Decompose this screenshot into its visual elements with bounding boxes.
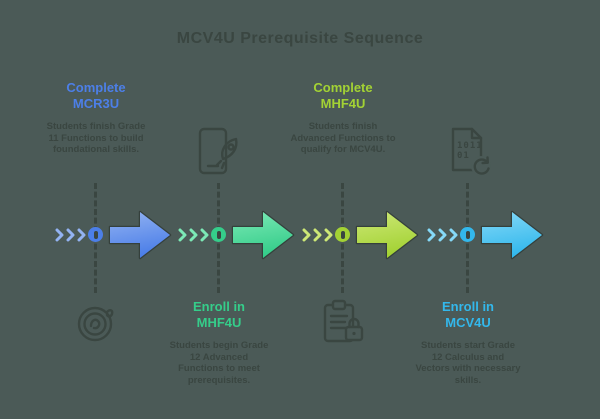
flow-arrow-icon xyxy=(108,210,172,260)
step-description: Students begin Grade 12 Advanced Functio… xyxy=(169,340,269,386)
progress-chevrons-icon xyxy=(427,228,458,242)
step-text-block: Enroll in MHF4U Students begin Grade 12 … xyxy=(154,299,284,386)
step-heading-line2: MCV4U xyxy=(445,315,491,330)
svg-text:1011: 1011 xyxy=(457,141,483,151)
step-description: Students start Grade 12 Calculus and Vec… xyxy=(415,340,521,386)
timeline-dot xyxy=(211,227,226,242)
step-heading: Enroll in MHF4U xyxy=(154,299,284,331)
timeline-dot xyxy=(460,227,475,242)
timeline-dot xyxy=(335,227,350,242)
step-column-complete-mcr3u: Complete MCR3U Students finish Grade 11 … xyxy=(31,0,172,419)
flow-arrow-icon xyxy=(355,210,419,260)
step-text-block: Enroll in MCV4U Students start Grade 12 … xyxy=(403,299,533,386)
clipboard-lock-icon xyxy=(317,295,369,351)
step-description: Students finish Advanced Functions to qu… xyxy=(290,121,396,155)
binary-file-refresh-icon: 1011 01 xyxy=(442,123,494,179)
progress-chevrons-icon xyxy=(178,228,209,242)
progress-chevrons-icon xyxy=(302,228,333,242)
flow-arrow-icon xyxy=(231,210,295,260)
step-column-enroll-mcv4u: 1011 01 Enroll in MCV4U Students sta xyxy=(403,0,544,419)
phone-rocket-icon xyxy=(193,123,245,179)
flow-arrow-icon xyxy=(480,210,544,260)
seal-badge-icon xyxy=(70,295,122,351)
step-heading: Complete MHF4U xyxy=(278,80,408,112)
step-text-block: Complete MHF4U Students finish Advanced … xyxy=(278,80,408,156)
step-heading: Complete MCR3U xyxy=(31,80,161,112)
step-column-complete-mhf4u: Complete MHF4U Students finish Advanced … xyxy=(278,0,419,419)
step-heading-line1: Enroll in xyxy=(193,299,245,314)
step-heading: Enroll in MCV4U xyxy=(403,299,533,331)
step-heading-line2: MCR3U xyxy=(72,96,120,111)
step-text-block: Complete MCR3U Students finish Grade 11 … xyxy=(31,80,161,156)
step-heading-line2: MHF4U xyxy=(320,96,366,111)
progress-chevrons-icon xyxy=(55,228,86,242)
step-heading-line1: Complete xyxy=(313,80,373,95)
step-heading-line1: Enroll in xyxy=(442,299,494,314)
timeline-dot xyxy=(88,227,103,242)
step-description: Students finish Grade 11 Functions to bu… xyxy=(46,121,146,155)
step-heading-line1: Complete xyxy=(66,80,126,95)
step-heading-line2: MHF4U xyxy=(196,315,242,330)
page-title: MCV4U Prerequisite Sequence xyxy=(176,30,424,47)
step-column-enroll-mhf4u: Enroll in MHF4U Students begin Grade 12 … xyxy=(154,0,295,419)
svg-text:01: 01 xyxy=(457,151,470,161)
